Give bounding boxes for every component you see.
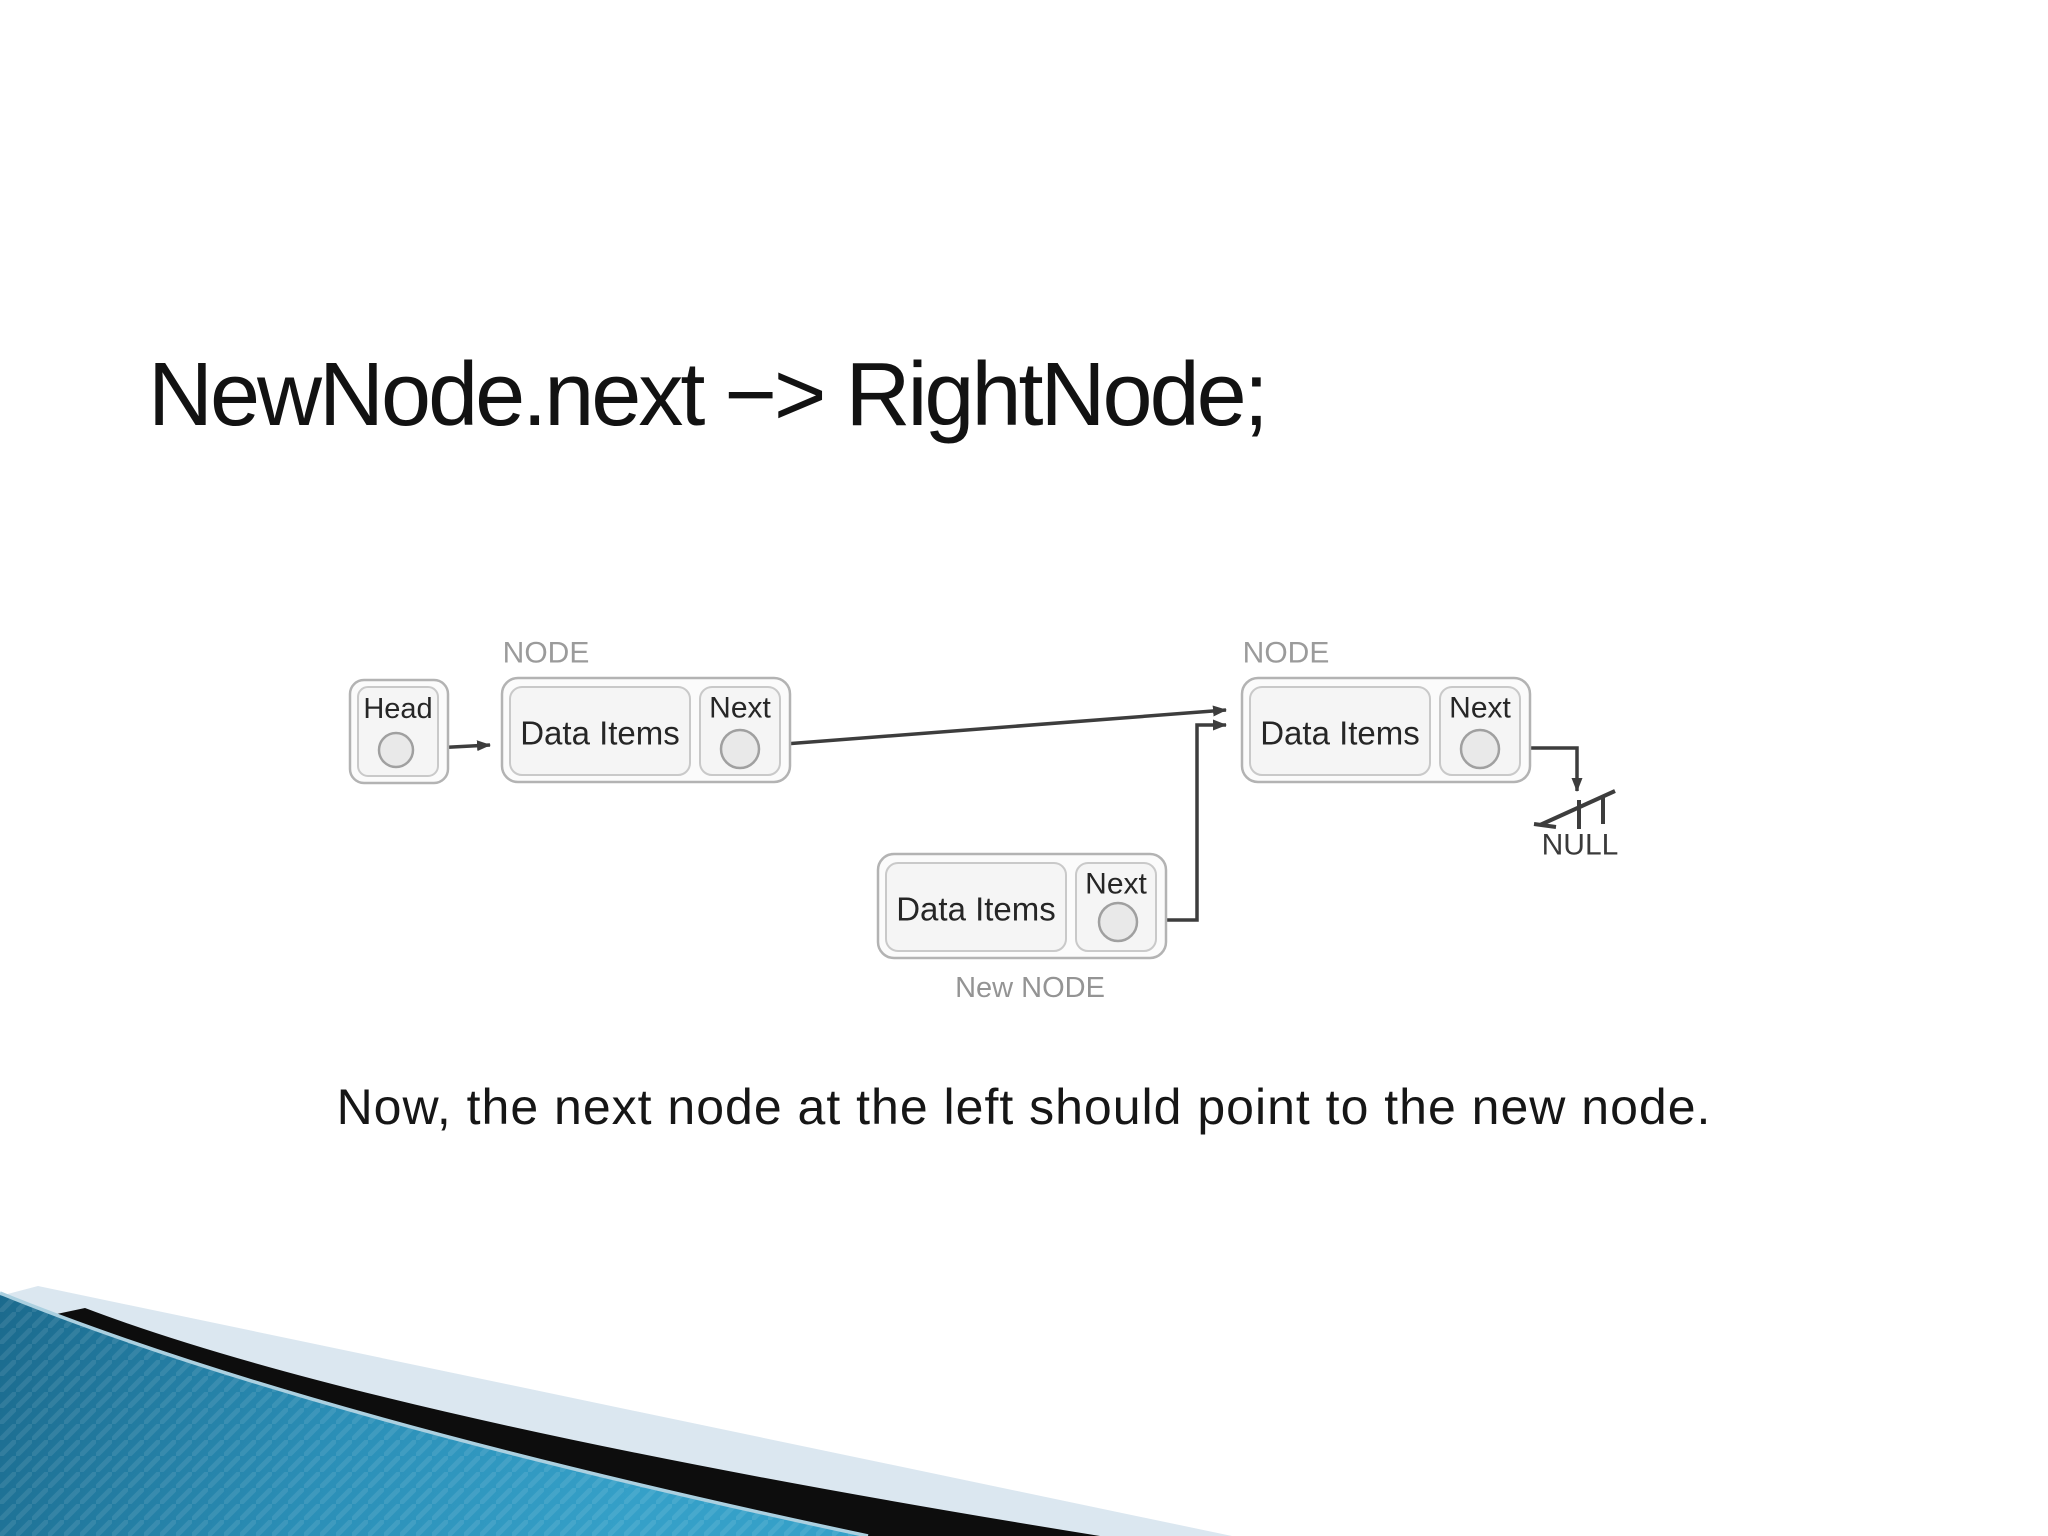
head-inner-box — [357, 686, 439, 777]
left-node-next-label: Next — [709, 692, 771, 725]
new-node-next-label: Next — [1085, 868, 1147, 901]
left-node-data-label: Data Items — [520, 715, 680, 752]
right-node-data-box — [1249, 686, 1431, 776]
arrow-left-node-to-right-node — [758, 705, 1227, 748]
new-node-title: New NODE — [955, 972, 1105, 1004]
right-node-title: NODE — [1243, 637, 1330, 670]
new-node-next-circle — [1097, 901, 1139, 943]
left-node-title: NODE — [503, 637, 590, 670]
slide-title: NewNode.next −> RightNode; — [148, 345, 1269, 445]
right-node: NODE Data Items Next — [1240, 637, 1532, 784]
null-label: NULL — [1542, 829, 1619, 862]
new-node: Data Items Next New NODE — [876, 852, 1168, 1004]
right-node-next-label: Next — [1449, 692, 1511, 725]
head-label: Head — [363, 693, 432, 725]
head-pointer: Head — [348, 678, 450, 785]
new-node-data-label: Data Items — [896, 891, 1056, 928]
left-node-data-box — [509, 686, 691, 776]
right-node-data-label: Data Items — [1260, 715, 1420, 752]
null-tail — [1533, 822, 1557, 829]
head-pointer-circle — [377, 731, 415, 769]
left-node: NODE Data Items Next — [500, 637, 792, 784]
corner-light-edge — [0, 1291, 869, 1536]
right-node-next-circle — [1459, 728, 1501, 770]
slide-caption: Now, the next node at the left should po… — [336, 1079, 1712, 1135]
null-symbol: NULL — [1533, 789, 1619, 862]
left-node-next-circle — [719, 728, 761, 770]
corner-teal-texture — [0, 1293, 868, 1536]
new-node-data-box — [885, 862, 1067, 952]
